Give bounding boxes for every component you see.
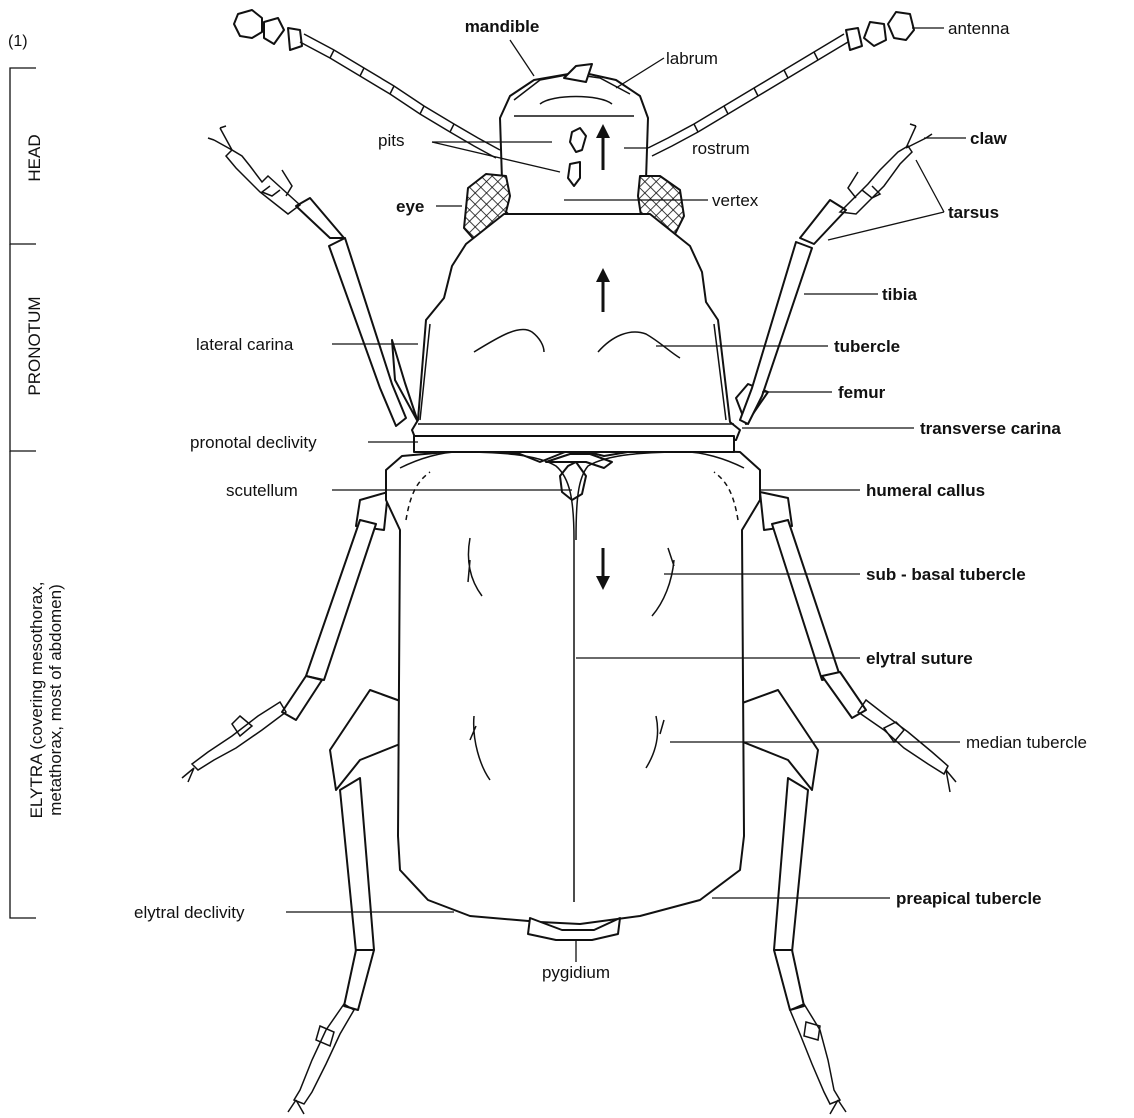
label-transverse-carina: transverse carina: [920, 419, 1061, 438]
label-pits: pits: [378, 131, 404, 150]
label-pygidium: pygidium: [542, 963, 610, 982]
front-left-leg: [208, 126, 418, 426]
region-label-pronotum: PRONOTUM: [25, 296, 44, 395]
leader-tarsus-b: [828, 212, 944, 240]
label-femur: femur: [838, 383, 886, 402]
leader-labrum: [616, 58, 664, 88]
label-vertex: vertex: [712, 191, 759, 210]
region-label-elytra-line1: ELYTRA (covering mesothorax,: [27, 582, 46, 819]
label-labrum: labrum: [666, 49, 718, 68]
leader-tarsus-a: [916, 160, 944, 212]
leader-mandible: [510, 40, 534, 76]
label-sub-basal-tubercle: sub - basal tubercle: [866, 565, 1026, 584]
region-label-head: HEAD: [25, 134, 44, 181]
label-humeral-callus: humeral callus: [866, 481, 985, 500]
label-tibia: tibia: [882, 285, 917, 304]
label-rostrum: rostrum: [692, 139, 750, 158]
label-preapical-tubercle: preapical tubercle: [896, 889, 1042, 908]
label-tubercle: tubercle: [834, 337, 900, 356]
pronotum: [412, 214, 740, 440]
label-antenna: antenna: [948, 19, 1010, 38]
figure-number: (1): [8, 33, 28, 50]
hind-right-leg: [734, 690, 846, 1114]
label-elytral-declivity: elytral declivity: [134, 903, 245, 922]
label-tarsus: tarsus: [948, 203, 999, 222]
front-right-leg: [736, 124, 932, 424]
label-claw: claw: [970, 129, 1008, 148]
label-scutellum: scutellum: [226, 481, 298, 500]
label-lateral-carina: lateral carina: [196, 335, 294, 354]
label-eye: eye: [396, 197, 424, 216]
region-label-elytra-line2: metathorax, most of abdomen): [46, 584, 65, 816]
label-pronotal-declivity: pronotal declivity: [190, 433, 317, 452]
label-median-tubercle: median tubercle: [966, 733, 1087, 752]
elytra: [386, 436, 760, 940]
hind-left-leg: [288, 690, 414, 1114]
label-elytral-suture: elytral suture: [866, 649, 973, 668]
label-mandible: mandible: [465, 17, 540, 36]
